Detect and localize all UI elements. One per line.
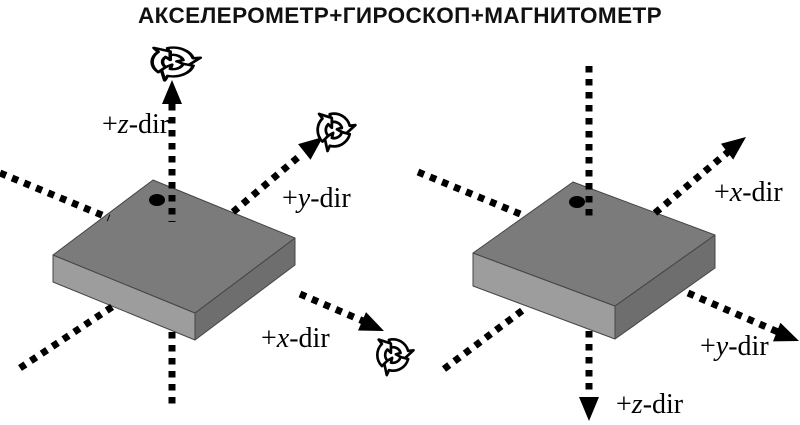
right-y-axis-label: +y-dir bbox=[700, 331, 769, 362]
left-x-rotation-arrows-icon bbox=[367, 333, 415, 382]
left-x-arrowhead bbox=[358, 312, 384, 331]
right-x-axis-label: +x-dir bbox=[714, 177, 783, 208]
right-y-arrowhead bbox=[773, 322, 799, 342]
left-y-axis-dotted-line-positive bbox=[230, 151, 305, 215]
left-x-axis-label: +x-dir bbox=[261, 323, 330, 354]
left-y-axis-dotted-line-negative bbox=[18, 302, 117, 371]
right-z-axis-label: +z-dir bbox=[616, 389, 684, 420]
left-y-arrowhead bbox=[298, 137, 323, 160]
left-z-axis-label: +z-dir bbox=[102, 109, 170, 140]
left-y-axis-label: +y-dir bbox=[282, 183, 351, 214]
right-x-axis-dotted-line-positive bbox=[652, 149, 731, 216]
left-x-axis-dotted-line-positive bbox=[298, 290, 365, 325]
left-y-rotation-arrows-icon bbox=[307, 108, 357, 159]
left-chip bbox=[52, 179, 296, 341]
right-sensor-diagram: +x-dir +y-dir +z-dir bbox=[416, 66, 799, 421]
right-y-axis-dotted-line-positive bbox=[686, 289, 780, 336]
right-y-axis-dotted-line-negative bbox=[416, 168, 527, 220]
right-x-arrowhead bbox=[720, 137, 746, 160]
left-x-axis-dotted-line-negative bbox=[0, 169, 111, 222]
left-z-arrowhead bbox=[162, 80, 182, 104]
right-chip-pin1-dot bbox=[569, 196, 585, 208]
diagram-title: АКСЕЛЕРОМЕТР+ГИРОСКОП+МАГНИТОМЕТР bbox=[137, 3, 663, 28]
left-chip-pin1-dot bbox=[149, 194, 165, 206]
left-sensor-diagram: +z-dir +y-dir +x-dir bbox=[0, 42, 415, 407]
right-chip bbox=[472, 181, 716, 340]
right-chip-top-face bbox=[472, 181, 716, 307]
right-x-axis-dotted-line-negative bbox=[441, 304, 530, 372]
left-chip-top-face bbox=[52, 179, 296, 314]
left-z-rotation-arrows-icon bbox=[139, 42, 203, 88]
right-z-arrowhead bbox=[579, 397, 599, 421]
